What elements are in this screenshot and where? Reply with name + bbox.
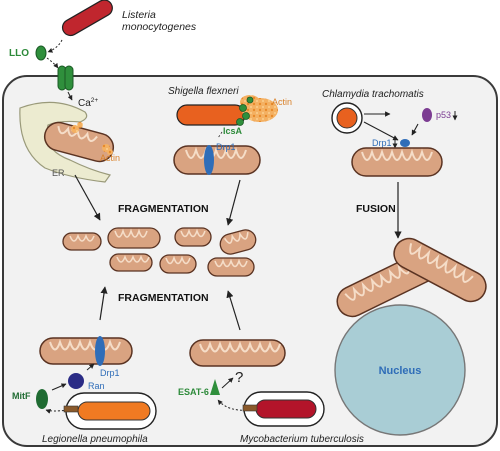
- listeria-label-line2: monocytogenes: [122, 21, 197, 33]
- actin-label-listeria: Actin: [100, 153, 120, 163]
- mito-fragment: [219, 229, 257, 255]
- listeria-label-line1: Listeria: [122, 9, 156, 21]
- mito-fragment: [207, 257, 255, 277]
- fragmentation-label-bottom: FRAGMENTATION: [118, 292, 209, 304]
- secretion-system-legionella: [63, 405, 79, 413]
- legionella-vacuole: [65, 392, 157, 430]
- fusion-label: FUSION: [356, 203, 396, 215]
- shigella-bacterium: [176, 104, 246, 126]
- mitochondrion-mycobacterium: [189, 339, 286, 367]
- chlamydia-label: Chlamydia trachomatis: [322, 89, 424, 100]
- question-mark: ?: [235, 369, 243, 386]
- mito-fragment: [109, 253, 153, 272]
- ran-label: Ran: [88, 381, 105, 391]
- mito-fragment: [159, 254, 197, 274]
- drp1-ring-legionella: [95, 336, 105, 366]
- mycobacterium-label: Mycobacterium tuberculosis: [240, 434, 364, 445]
- actin-patch-listeria: [71, 122, 113, 155]
- llo-pore: [57, 65, 74, 91]
- fragmentation-label-top: FRAGMENTATION: [118, 203, 209, 215]
- icsa-label: IcsA: [223, 126, 243, 136]
- listeria-bacterium: [61, 0, 113, 37]
- llo-toxin: [35, 45, 47, 61]
- mitf-label: MitF: [12, 391, 31, 401]
- nucleus-label: Nucleus: [379, 365, 422, 377]
- mito-fragment: [107, 227, 161, 249]
- mitochondrion-shigella: [173, 145, 261, 175]
- secretion-system-mycobacterium: [242, 404, 258, 412]
- drp1-label-chlamydia: Drp1: [372, 138, 392, 148]
- esat6-protein: [210, 379, 220, 395]
- mitochondrion-chlamydia: [351, 147, 443, 177]
- p53-label: p53: [436, 110, 451, 120]
- fused-mitochondria: [336, 237, 487, 318]
- mycobacterium-vacuole: [243, 391, 325, 427]
- chlamydia-inclusion: [331, 102, 363, 134]
- mitf-protein: [36, 389, 48, 409]
- p53-protein: [422, 108, 432, 122]
- drp1-label-shigella: Drp1: [216, 142, 236, 152]
- calcium-label: Ca2+: [78, 97, 98, 109]
- actin-label-shigella: Actin: [272, 97, 292, 107]
- esat6-label: ESAT-6: [178, 387, 209, 397]
- llo-label: LLO: [9, 48, 29, 59]
- legionella-label: Legionella pneumophila: [42, 434, 148, 445]
- ran-protein: [68, 373, 84, 389]
- er-label: ER: [52, 168, 65, 178]
- mitochondrion-legionella: [39, 337, 133, 365]
- drp1-label-legionella: Drp1: [100, 368, 120, 378]
- mito-fragment: [174, 227, 212, 247]
- mito-fragment: [62, 232, 102, 251]
- icsa-proteins: [236, 96, 254, 126]
- shigella-label: Shigella flexneri: [168, 86, 239, 97]
- fragmented-mitochondria: [62, 227, 257, 277]
- nucleus: [334, 304, 466, 436]
- drp1-protein-chlamydia: [400, 139, 410, 147]
- drp1-ring-shigella: [204, 145, 214, 175]
